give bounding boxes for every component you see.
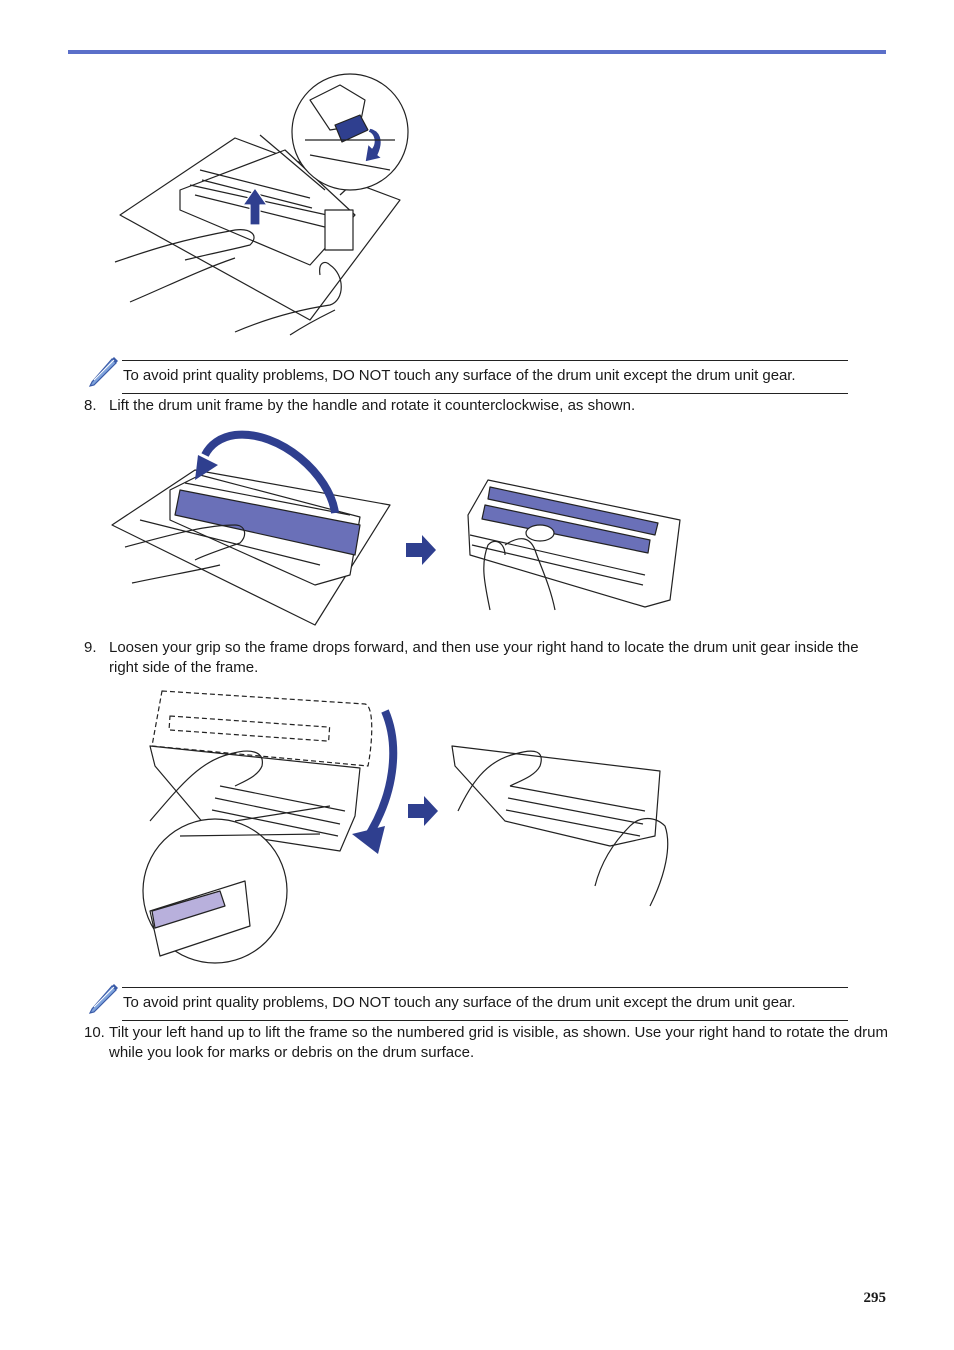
note-bottom-rule <box>122 393 848 394</box>
note-top-rule <box>122 360 848 361</box>
step-number: 9. <box>84 639 97 656</box>
step-text: Lift the drum unit frame by the handle a… <box>109 397 636 414</box>
locate-gear-illustration <box>140 686 680 968</box>
note-text: To avoid print quality problems, DO NOT … <box>123 367 796 384</box>
note-callout: To avoid print quality problems, DO NOT … <box>84 984 848 1021</box>
step-10: 10. Tilt your left hand up to lift the f… <box>84 1023 888 1063</box>
step-text: Loosen your grip so the frame drops forw… <box>109 639 859 676</box>
step-text: Tilt your left hand up to lift the frame… <box>109 1024 889 1061</box>
step-number: 8. <box>84 397 97 414</box>
step-9: 9. Loosen your grip so the frame drops f… <box>84 638 888 678</box>
note-top-rule <box>122 987 848 988</box>
note-text: To avoid print quality problems, DO NOT … <box>123 994 796 1011</box>
page-number: 295 <box>863 1290 887 1306</box>
pencil-icon <box>86 981 120 1015</box>
step-number: 10. <box>84 1024 105 1041</box>
step-8: 8. Lift the drum unit frame by the handl… <box>84 396 888 416</box>
pencil-icon <box>86 354 120 388</box>
note-callout: To avoid print quality problems, DO NOT … <box>84 357 848 394</box>
drum-lift-illustration <box>110 70 420 340</box>
header-rule <box>68 50 886 54</box>
rotate-frame-illustration <box>110 425 690 630</box>
note-bottom-rule <box>122 1020 848 1021</box>
